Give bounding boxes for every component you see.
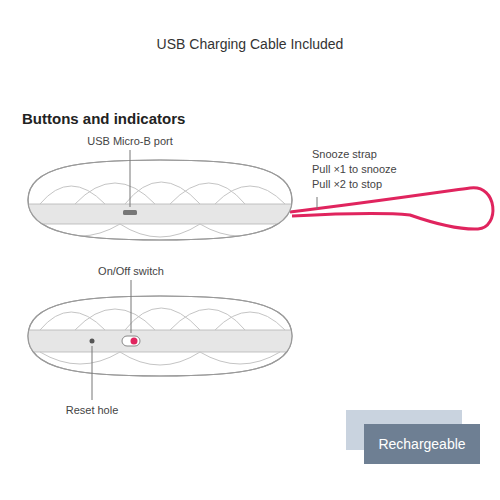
- reset-hole: [90, 339, 95, 344]
- part-label: Reset hole: [66, 404, 119, 418]
- device-side-view: [20, 160, 300, 240]
- badge-text: Rechargeable: [378, 436, 465, 452]
- section-heading: Buttons and indicators: [22, 110, 185, 129]
- instruction-note: Pull ×2 to stop: [312, 178, 382, 192]
- part-label: USB Micro-B port: [87, 135, 173, 149]
- on-off-switch: [122, 336, 140, 346]
- leader-line: [92, 150, 317, 400]
- title: USB Charging Cable Included: [157, 36, 344, 54]
- part-label: On/Off switch: [98, 265, 164, 279]
- badge: Rechargeable: [364, 424, 480, 464]
- instruction-note: Pull ×1 to snooze: [312, 163, 397, 177]
- part-label: Snooze strap: [312, 148, 377, 162]
- device-back-view: [20, 296, 300, 376]
- usb-port: [123, 210, 137, 215]
- snooze-strap: [290, 188, 493, 229]
